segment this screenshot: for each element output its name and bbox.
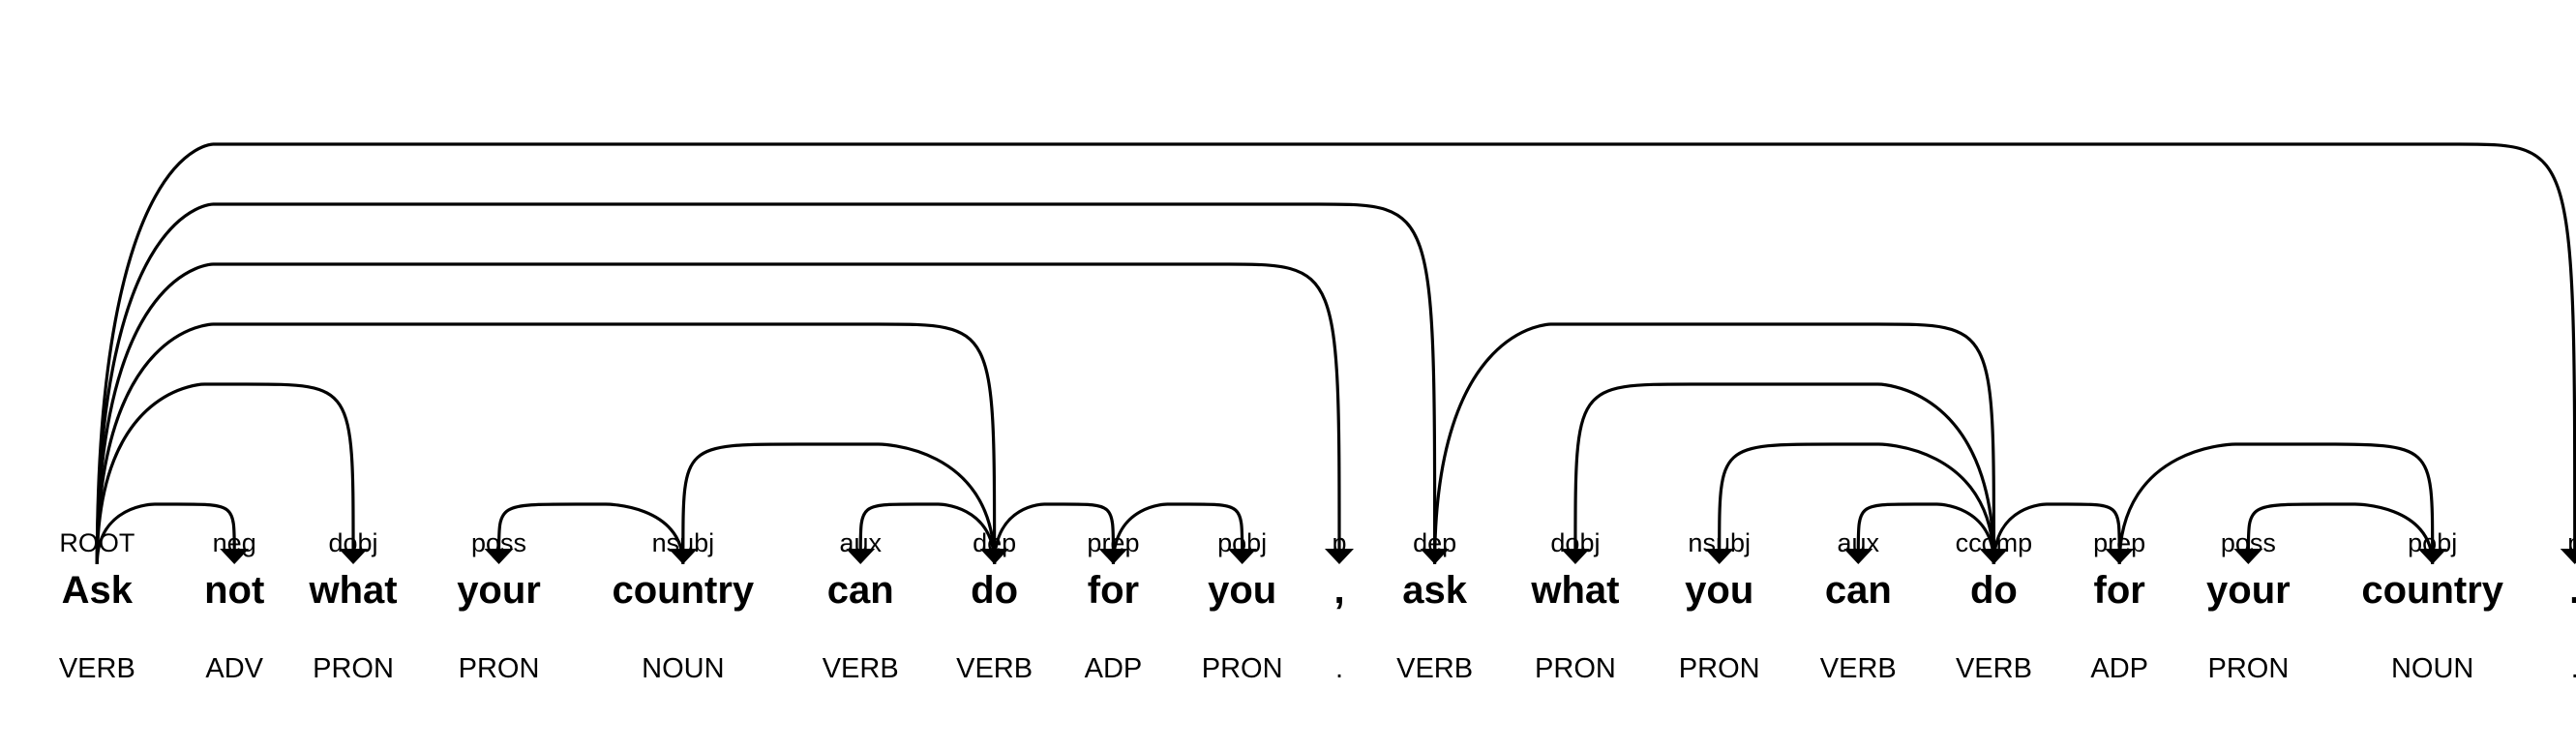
token-word-17[interactable]: country bbox=[2361, 569, 2503, 612]
dependency-arc-p bbox=[95, 262, 1341, 565]
dependency-arc-nsubj bbox=[1718, 442, 1996, 565]
dependency-arc-poss bbox=[496, 502, 685, 565]
arrow-head-icon bbox=[2233, 549, 2263, 564]
dep-label-1: neg bbox=[213, 528, 256, 557]
dependency-arc-p bbox=[95, 142, 2576, 565]
dep-label-8: pobj bbox=[1217, 528, 1267, 557]
token-word-13[interactable]: can bbox=[1825, 569, 1892, 612]
arrow-head-icon bbox=[846, 549, 876, 564]
arrow-head-icon bbox=[1325, 549, 1354, 564]
arc-labels-layer: ROOT neg dobj poss nsubj aux dep prep pobj p dep do… bbox=[59, 528, 2576, 557]
arrow-head-icon bbox=[1227, 549, 1257, 564]
token-pos-15: ADP bbox=[2090, 653, 2148, 684]
dep-label-13: aux bbox=[1838, 528, 1880, 557]
dep-label-14: ccomp bbox=[1956, 528, 2033, 557]
token-pos-2: PRON bbox=[313, 653, 394, 684]
token-pos-11: PRON bbox=[1535, 653, 1616, 684]
token-pos-16: PRON bbox=[2207, 653, 2289, 684]
token-word-5[interactable]: can bbox=[827, 569, 894, 612]
dep-label-16: poss bbox=[2221, 528, 2276, 557]
token-pos-17: NOUN bbox=[2391, 653, 2473, 684]
dependency-arc-poss bbox=[2246, 502, 2435, 565]
token-pos-6: VERB bbox=[956, 653, 1033, 684]
token-word-0[interactable]: Ask bbox=[62, 569, 134, 612]
dependency-arc-ccomp bbox=[1433, 322, 1996, 565]
token-word-9[interactable]: , bbox=[1333, 569, 1344, 612]
arrow-head-icon bbox=[339, 549, 369, 564]
arrow-head-icon bbox=[2560, 549, 2576, 564]
arrow-head-icon bbox=[1560, 549, 1590, 564]
token-word-15[interactable]: for bbox=[2094, 569, 2145, 612]
token-pos-3: PRON bbox=[459, 653, 540, 684]
token-word-8[interactable]: you bbox=[1208, 569, 1276, 612]
dep-label-5: aux bbox=[839, 528, 882, 557]
token-pos-7: ADP bbox=[1085, 653, 1143, 684]
arcs-layer bbox=[95, 142, 2576, 565]
dependency-arc-nsubj bbox=[681, 442, 997, 565]
arrow-head-icon bbox=[484, 549, 514, 564]
dependency-arc-pobj bbox=[2117, 442, 2435, 565]
dependency-arc-neg bbox=[95, 502, 236, 565]
token-word-6[interactable]: do bbox=[971, 569, 1018, 612]
dep-label-4: nsubj bbox=[652, 528, 715, 557]
token-pos-9: . bbox=[1335, 653, 1343, 684]
dependency-arc-prep bbox=[1992, 502, 2121, 565]
token-pos-1: ADV bbox=[205, 653, 263, 684]
token-pos-4: NOUN bbox=[642, 653, 724, 684]
dep-label-7: prep bbox=[1087, 528, 1139, 557]
token-word-7[interactable]: for bbox=[1088, 569, 1139, 612]
token-word-10[interactable]: ask bbox=[1402, 569, 1467, 612]
token-pos-10: VERB bbox=[1396, 653, 1473, 684]
dependency-arc-dep bbox=[95, 202, 1437, 565]
arrow-head-icon bbox=[2417, 549, 2447, 564]
token-pos-12: PRON bbox=[1679, 653, 1760, 684]
arrow-head-icon bbox=[1843, 549, 1873, 564]
dep-label-0: ROOT bbox=[59, 528, 135, 557]
dependency-arc-pobj bbox=[1111, 502, 1244, 565]
dependency-arc-dobj bbox=[95, 382, 355, 565]
dep-label-17: pobj bbox=[2408, 528, 2457, 557]
dependency-arc-dobj bbox=[1573, 382, 1996, 565]
dep-label-10: dep bbox=[1413, 528, 1456, 557]
arrow-head-icon bbox=[668, 549, 698, 564]
arrow-head-icon bbox=[220, 549, 250, 564]
dependency-arc-dep bbox=[95, 322, 997, 565]
token-word-12[interactable]: you bbox=[1685, 569, 1753, 612]
dep-label-9: p bbox=[1332, 528, 1346, 557]
dep-label-6: dep bbox=[973, 528, 1016, 557]
token-pos-8: PRON bbox=[1202, 653, 1283, 684]
token-pos-18: . bbox=[2571, 653, 2576, 684]
token-word-14[interactable]: do bbox=[1970, 569, 2018, 612]
dep-label-15: prep bbox=[2093, 528, 2145, 557]
dependency-arc-prep bbox=[993, 502, 1116, 565]
token-word-4[interactable]: country bbox=[612, 569, 754, 612]
token-word-11[interactable]: what bbox=[1530, 569, 1619, 612]
dep-label-2: dobj bbox=[329, 528, 378, 557]
token-pos-0: VERB bbox=[59, 653, 135, 684]
dependency-arc-aux bbox=[1856, 502, 1996, 565]
token-pos-14: VERB bbox=[1956, 653, 2032, 684]
token-pos-13: VERB bbox=[1820, 653, 1897, 684]
dep-label-3: poss bbox=[471, 528, 526, 557]
token-word-1[interactable]: not bbox=[204, 569, 264, 612]
token-word-2[interactable]: what bbox=[308, 569, 397, 612]
dep-label-11: dobj bbox=[1550, 528, 1600, 557]
dep-label-12: nsubj bbox=[1688, 528, 1751, 557]
token-word-3[interactable]: your bbox=[457, 569, 541, 612]
arrow-head-icon bbox=[1704, 549, 1734, 564]
token-pos-5: VERB bbox=[823, 653, 899, 684]
token-word-16[interactable]: your bbox=[2206, 569, 2291, 612]
token-word-18[interactable]: . bbox=[2569, 569, 2576, 612]
dep-label-18: p bbox=[2567, 528, 2576, 557]
dependency-arc-aux bbox=[858, 502, 997, 565]
